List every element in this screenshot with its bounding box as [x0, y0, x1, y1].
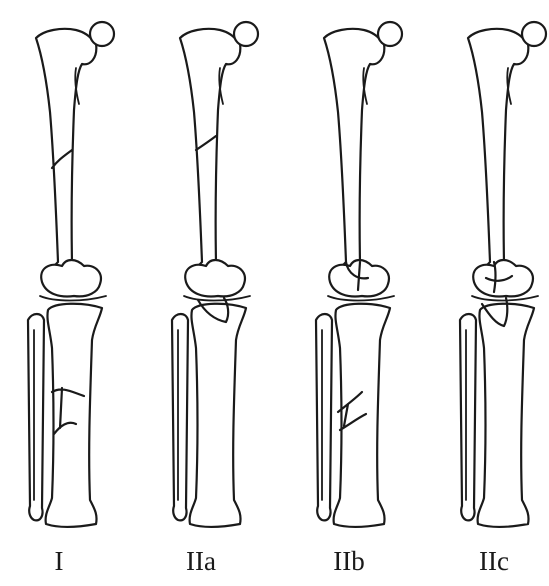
panel-type-i [28, 22, 114, 527]
panel-label-iia: IIa [161, 548, 241, 575]
panel-label-iib: IIb [309, 548, 389, 575]
panel-label-i: I [19, 548, 99, 575]
panel-type-iia [172, 22, 258, 527]
panel-type-iic [460, 22, 546, 527]
panel-label-iic: IIc [454, 548, 534, 575]
panel-type-iib [316, 22, 402, 527]
